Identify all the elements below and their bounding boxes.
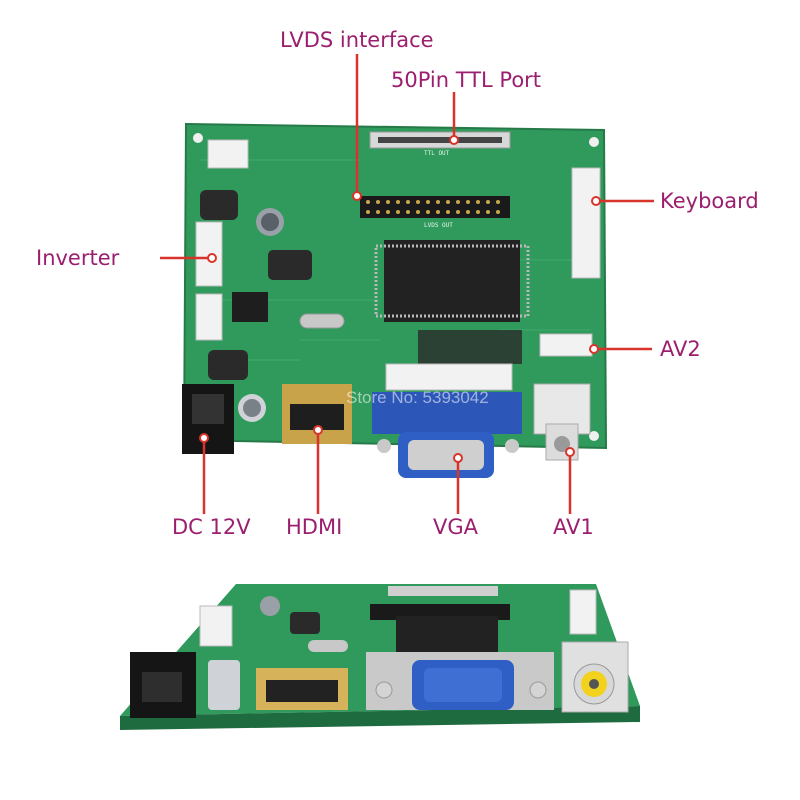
label-av1: AV1 xyxy=(553,515,594,539)
callout-dots xyxy=(199,135,601,463)
label-hdmi: HDMI xyxy=(286,515,343,539)
silkscreen-lvds-out: LVDS OUT xyxy=(424,222,453,229)
label-50pin-ttl-port: 50Pin TTL Port xyxy=(391,68,542,92)
label-keyboard: Keyboard xyxy=(660,189,759,213)
silkscreen-ttl-out: TTL OUT xyxy=(424,150,450,157)
top-pcb-board xyxy=(182,122,608,478)
label-vga: VGA xyxy=(433,515,479,539)
bottom-pcb-board xyxy=(120,584,640,730)
label-av2: AV2 xyxy=(660,337,701,361)
label-lvds-interface: LVDS interface xyxy=(280,28,434,52)
callout-lines xyxy=(160,54,654,514)
label-dc-12v: DC 12V xyxy=(172,515,251,539)
label-inverter: Inverter xyxy=(36,246,120,270)
store-watermark: Store No: 5393042 xyxy=(346,388,489,407)
